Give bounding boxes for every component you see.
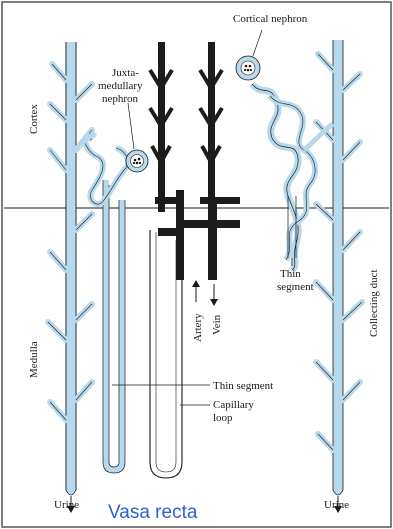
urine-right-label: Urine	[324, 499, 349, 511]
cortex-label: Cortex	[28, 104, 40, 134]
urine-left-label: Urine	[54, 499, 79, 511]
juxta-label-line3: nephron	[102, 93, 139, 105]
thin-segment-bottom-label: Thin segment	[213, 380, 273, 392]
collecting-duct-label: Collecting duct	[368, 269, 380, 337]
vein-label: Vein	[211, 314, 223, 335]
artery-label: Artery	[192, 313, 204, 342]
vasa-recta-caption: Vasa recta	[108, 502, 198, 523]
right-collecting-duct	[316, 40, 362, 513]
vasa-recta-loop	[112, 230, 292, 478]
juxta-label-line1: Juxta-	[112, 67, 139, 79]
thin-segment-label-line1: Thin	[280, 268, 301, 280]
cortical-nephron-label: Cortical nephron	[233, 13, 308, 25]
thin-segment-label-line2: segment	[277, 281, 314, 293]
medulla-label: Medulla	[28, 341, 40, 378]
capillary-loop-label-line2: loop	[213, 412, 233, 424]
juxta-label-line2: medullary	[98, 80, 143, 92]
capillary-loop-label-line1: Capillary	[213, 399, 254, 411]
cortical-nephron	[236, 30, 333, 270]
interlobular-vessels	[150, 42, 240, 306]
juxtamedullary-nephron	[76, 103, 148, 473]
left-collecting-duct	[48, 42, 92, 513]
